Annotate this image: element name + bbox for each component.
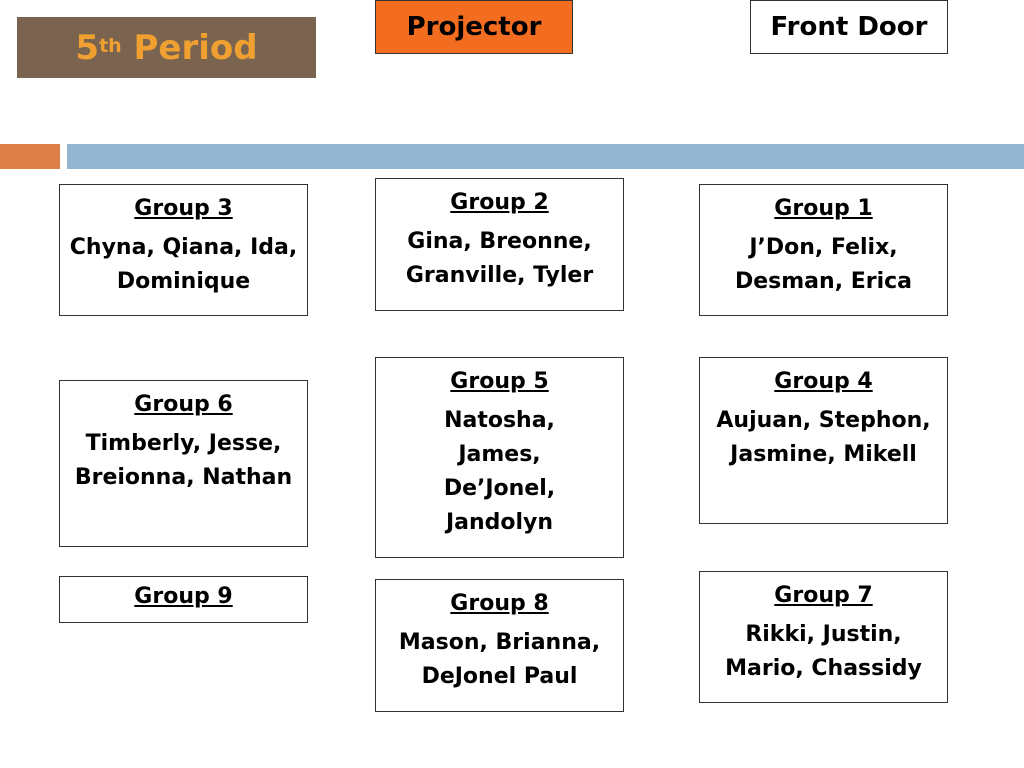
accent-bar-orange [0, 144, 60, 169]
group-2-members: Gina, Breonne, Granville, Tyler [405, 229, 594, 288]
group-6-members: Timberly, Jesse, Breionna, Nathan [74, 431, 293, 490]
group-4-title: Group 4 [774, 369, 873, 394]
group-3-title: Group 3 [134, 196, 233, 221]
period-title-suffix: Period [121, 27, 258, 68]
group-1-box: Group 1 J’Don, Felix, Desman, Erica [699, 184, 948, 316]
group-8-title: Group 8 [450, 591, 549, 616]
group-1-members: J’Don, Felix, Desman, Erica [734, 235, 913, 294]
group-8-members: Mason, Brianna, DeJonel Paul [398, 630, 601, 689]
accent-bar-blue [67, 144, 1024, 169]
group-4-box: Group 4 Aujuan, Stephon, Jasmine, Mikell [699, 357, 948, 524]
group-6-title: Group 6 [134, 392, 233, 417]
period-title-superscript: th [99, 34, 122, 57]
group-6-box: Group 6 Timberly, Jesse, Breionna, Natha… [59, 380, 308, 547]
group-5-box: Group 5 Natosha, James, De’Jonel, Jandol… [375, 357, 624, 558]
group-1-title: Group 1 [774, 196, 873, 221]
group-2-box: Group 2 Gina, Breonne, Granville, Tyler [375, 178, 624, 311]
group-9-title: Group 9 [134, 584, 233, 609]
period-title-number: 5 [75, 27, 100, 68]
group-8-box: Group 8 Mason, Brianna, DeJonel Paul [375, 579, 624, 712]
group-7-title: Group 7 [774, 583, 873, 608]
group-2-title: Group 2 [450, 190, 549, 215]
projector-label: Projector [375, 0, 573, 54]
front-door-label: Front Door [750, 0, 948, 54]
group-3-members: Chyna, Qiana, Ida, Dominique [69, 235, 298, 294]
group-9-box: Group 9 [59, 576, 308, 623]
group-7-box: Group 7 Rikki, Justin, Mario, Chassidy [699, 571, 948, 703]
group-7-members: Rikki, Justin, Mario, Chassidy [725, 622, 922, 681]
group-5-title: Group 5 [450, 369, 549, 394]
group-3-box: Group 3 Chyna, Qiana, Ida, Dominique [59, 184, 308, 316]
group-5-members: Natosha, James, De’Jonel, Jandolyn [443, 408, 556, 535]
group-4-members: Aujuan, Stephon, Jasmine, Mikell [716, 408, 931, 467]
